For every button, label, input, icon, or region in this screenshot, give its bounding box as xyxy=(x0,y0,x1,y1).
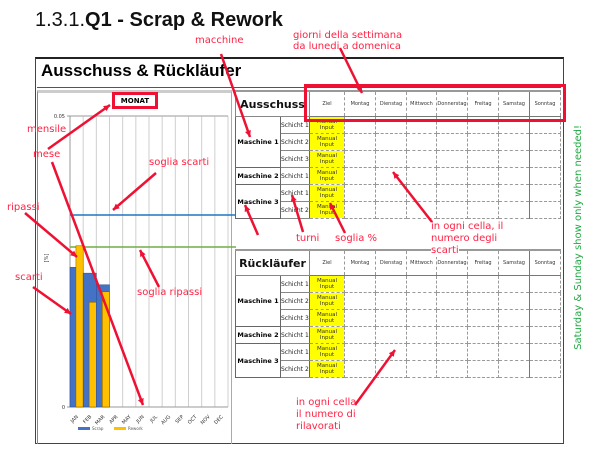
x-tick-label: JAN xyxy=(69,414,80,425)
ziel-input-cell[interactable]: Manual Input xyxy=(309,150,345,168)
annotation-turni: turni xyxy=(296,233,320,244)
legend-label: Scrap xyxy=(92,426,104,431)
arrow-head xyxy=(113,203,120,210)
annotation-arrow xyxy=(138,249,161,288)
annotation-soglia-scarti: soglia scarti xyxy=(149,157,210,168)
annotation-scarti: scarti xyxy=(15,272,43,283)
annotation-soglia-ripassi: soglia ripassi xyxy=(137,287,203,298)
legend-label: Rework xyxy=(128,426,143,431)
legend-swatch xyxy=(78,427,90,430)
annotation-mese: mese xyxy=(33,149,61,160)
arrow-head xyxy=(356,86,362,93)
document-title: 1.3.1.Q1 - Scrap & Rework xyxy=(35,9,283,32)
column-header: Sonntag xyxy=(529,249,561,276)
annotation-arrow xyxy=(290,194,305,233)
annotation-giorni-1: giorni della settimana xyxy=(293,30,403,41)
annotation-ripassi: ripassi xyxy=(7,202,40,213)
value-cell[interactable] xyxy=(529,201,561,219)
highlight-weekdays xyxy=(304,84,566,122)
ziel-input-cell[interactable]: Manual Input xyxy=(309,201,345,219)
ziel-input-cell[interactable]: Manual Input xyxy=(309,360,345,378)
annotation-cell-rilav-2: il numero di xyxy=(296,409,356,420)
table-title: Ausschuss xyxy=(235,90,310,117)
y-tick-label: 0 xyxy=(62,405,65,411)
annotation-macchine: macchine xyxy=(195,35,244,46)
section-title: Q1 - Scrap & Rework xyxy=(85,9,283,31)
ziel-input-cell[interactable]: Manual Input xyxy=(309,343,345,361)
annotation-soglia-pct: soglia % xyxy=(335,233,378,244)
annotation-arrow xyxy=(392,171,433,223)
annotation-mensile: mensile xyxy=(27,124,67,135)
annotation-giorni-2: da lunedi a domenica xyxy=(293,41,401,52)
arrow-head xyxy=(290,195,297,202)
x-tick-label: SEP xyxy=(174,414,185,425)
annotation-arrow xyxy=(32,285,72,316)
ziel-input-cell[interactable]: Manual Input xyxy=(309,292,345,310)
report-frame xyxy=(35,57,564,444)
legend-swatch xyxy=(114,427,126,430)
y-tick-label: 0.05 xyxy=(54,114,65,120)
chart-panel xyxy=(37,90,232,444)
annotation-arrow xyxy=(24,212,78,258)
report-title: Ausschuss & Rückläufer xyxy=(41,61,242,80)
x-tick-label: JUL xyxy=(148,414,159,425)
arrow-head xyxy=(330,203,336,210)
arrow-head xyxy=(137,398,144,405)
x-tick-label: JUN xyxy=(135,414,146,425)
annotation-cell-scarti-1: in ogni cella, il xyxy=(431,221,504,232)
annotation-cell-scarti-2: numero degli xyxy=(431,233,498,244)
section-number: 1.3.1. xyxy=(35,9,86,31)
annotation-arrow xyxy=(47,103,111,151)
ziel-input-cell[interactable]: Manual Input xyxy=(309,167,345,185)
rework-bar xyxy=(102,291,110,408)
arrow-head xyxy=(103,105,110,112)
ziel-input-cell[interactable]: Manual Input xyxy=(309,275,345,293)
annotation-cell-rilav-1: in ogni cella xyxy=(296,397,357,408)
column-header: Ziel xyxy=(309,249,345,276)
annotation-arrow xyxy=(338,47,364,94)
annotation-arrow xyxy=(112,172,157,211)
arrow-head xyxy=(70,250,77,257)
annotation-cell-rilav-3: rilavorati xyxy=(296,421,341,432)
weekend-note: Saturday & Sunday show only when needed! xyxy=(573,125,584,350)
annotation-arrow xyxy=(219,53,252,138)
arrow-head xyxy=(245,130,251,137)
arrow-head xyxy=(244,205,251,212)
annotation-cell-scarti-3: scarti xyxy=(431,245,459,257)
annotation-arrow xyxy=(50,161,145,406)
arrow-head xyxy=(393,172,400,179)
x-tick-label: APR xyxy=(108,414,120,426)
arrow-head xyxy=(64,307,71,314)
report-header xyxy=(37,59,561,88)
y-axis-label: [%] xyxy=(44,254,50,263)
arrow-head xyxy=(140,250,146,257)
annotation-arrow xyxy=(353,349,397,406)
ziel-input-cell[interactable]: Manual Input xyxy=(309,326,345,344)
chart-title: MONAT xyxy=(112,92,158,109)
value-cell[interactable] xyxy=(529,360,561,378)
x-tick-label: FEB xyxy=(82,414,93,425)
arrow-head xyxy=(388,350,395,357)
